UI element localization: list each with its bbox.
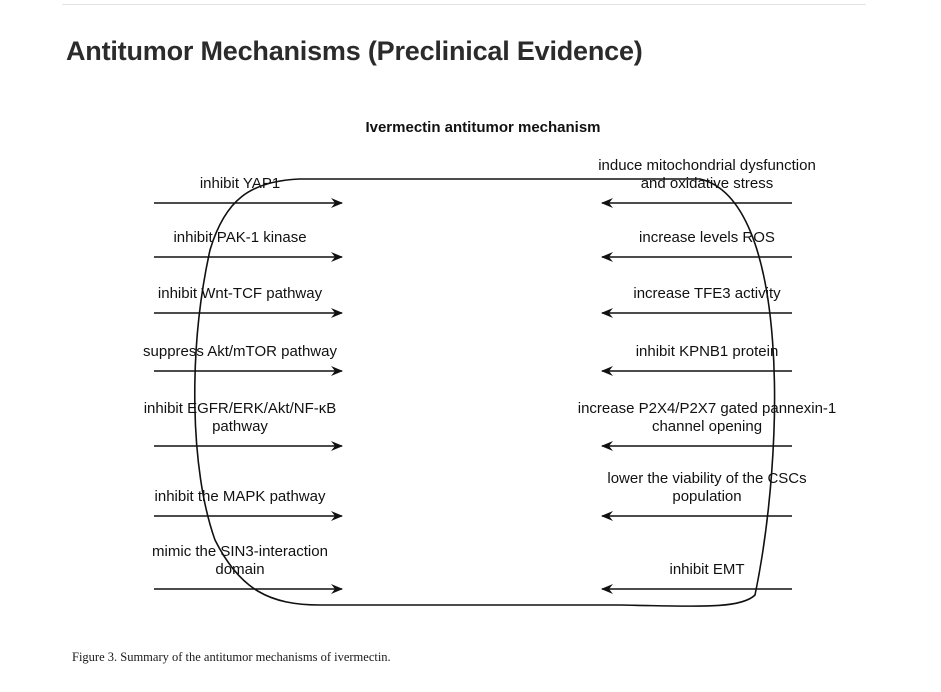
right-mechanism-label: increase levels ROS <box>639 229 775 246</box>
enclosing-loop <box>194 178 776 608</box>
right-mechanism-label: induce mitochondrial dysfunction <box>598 157 816 174</box>
left-mechanism-label: inhibit PAK-1 kinase <box>173 229 306 246</box>
left-mechanism-label: pathway <box>212 418 268 435</box>
right-mechanism-label: increase TFE3 activity <box>633 285 781 302</box>
left-mechanism-label: inhibit EGFR/ERK/Akt/NF-κB <box>144 400 337 417</box>
left-mechanism-label: inhibit YAP1 <box>200 175 280 192</box>
right-mechanism-label: inhibit EMT <box>669 561 744 578</box>
right-mechanism-label: increase P2X4/P2X7 gated pannexin-1 <box>578 400 837 417</box>
diagram-title: Ivermectin antitumor mechanism <box>365 119 600 136</box>
left-mechanism-label: inhibit Wnt-TCF pathway <box>158 285 323 302</box>
page-heading: Antitumor Mechanisms (Preclinical Eviden… <box>66 36 643 66</box>
right-mechanism-label: lower the viability of the CSCs <box>607 470 806 487</box>
right-mechanism-label: inhibit KPNB1 protein <box>636 343 779 360</box>
left-mechanism-label: inhibit the MAPK pathway <box>155 488 326 505</box>
right-mechanism-label: and oxidative stress <box>641 175 774 192</box>
left-mechanism-label: mimic the SIN3-interaction <box>152 543 328 560</box>
top-divider <box>62 4 866 5</box>
figure-caption: Figure 3. Summary of the antitumor mecha… <box>72 650 391 664</box>
left-mechanism-label: domain <box>215 561 264 578</box>
right-mechanism-label: channel opening <box>652 418 762 435</box>
right-mechanism-label: population <box>672 488 741 505</box>
left-mechanism-label: suppress Akt/mTOR pathway <box>143 343 337 360</box>
